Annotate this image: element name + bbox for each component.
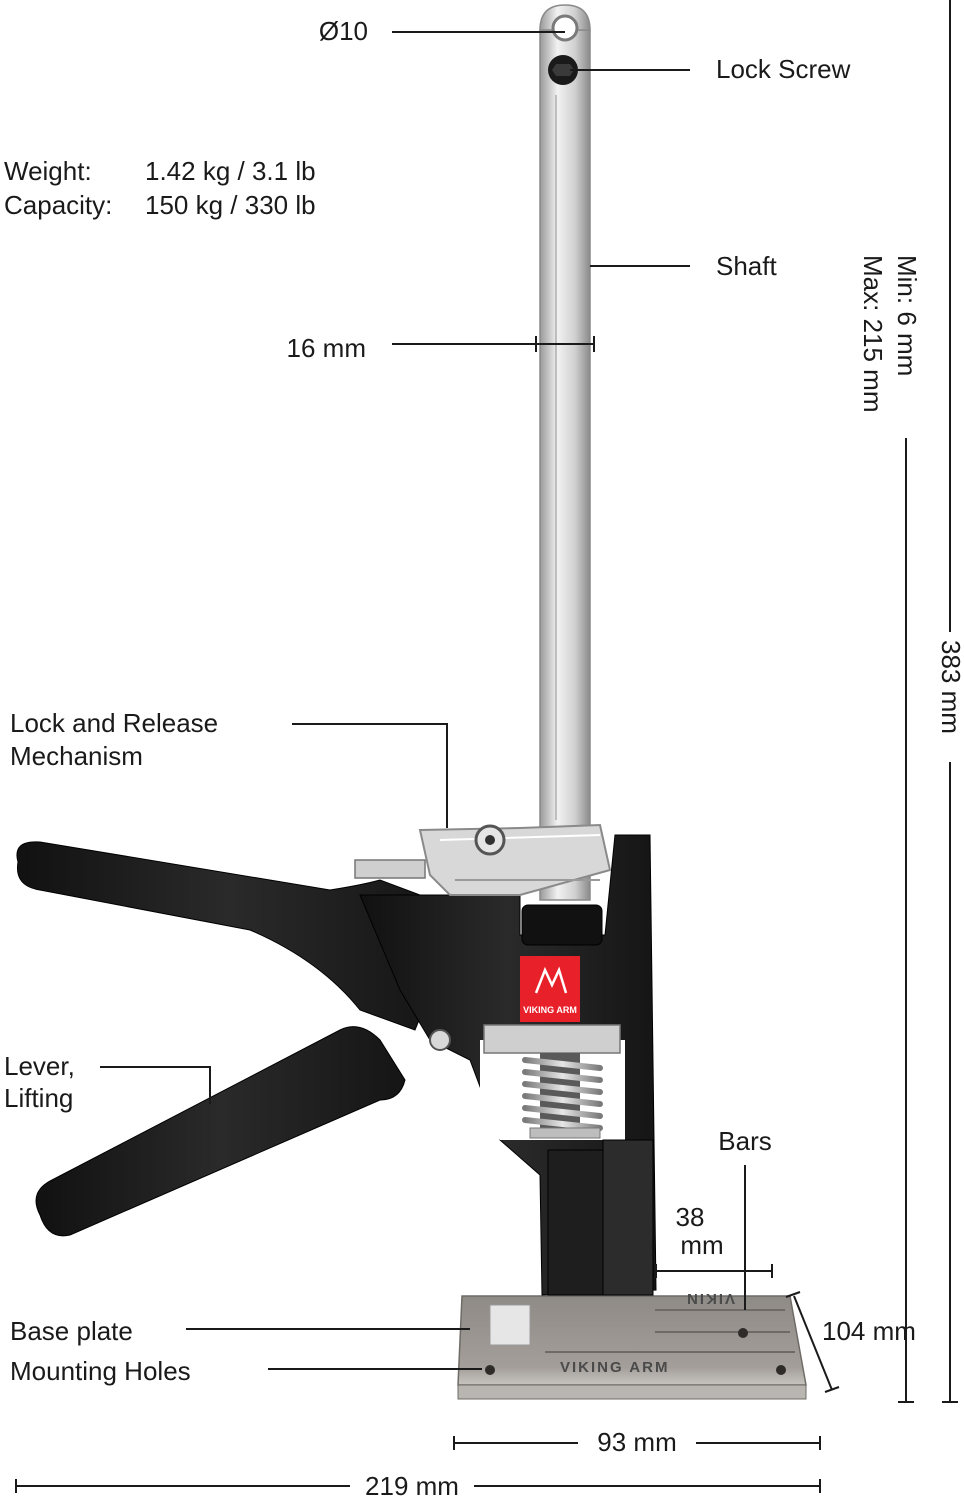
mounting-hole — [776, 1365, 786, 1375]
plate-width-label: 93 mm — [597, 1427, 676, 1457]
stroke-min-label: Min: 6 mm — [892, 255, 922, 376]
lock-release-graphic — [354, 823, 612, 896]
stroke-max-label: Max: 215 mm — [858, 255, 888, 413]
pivot-pin — [429, 1029, 451, 1051]
lock-release-label-line2: Mechanism — [10, 741, 143, 771]
upper-handle — [16, 841, 441, 1031]
mounting-hole — [485, 1365, 495, 1375]
shaft-label: Shaft — [716, 251, 777, 281]
weight-label: Weight: — [4, 156, 92, 186]
capacity-value: 150 kg / 330 lb — [145, 190, 316, 220]
bar — [602, 1139, 654, 1296]
bar — [547, 1149, 604, 1296]
capacity-label: Capacity: — [4, 190, 112, 220]
depth-dim-tick-top — [785, 1291, 801, 1298]
base-plate: VIKING ARM VIKIN — [457, 1290, 807, 1400]
dimensions: Min: 6 mm Max: 215 mm 383 mm 104 mm 93 m… — [15, 0, 964, 1500]
base-plate-label: Base plate — [10, 1316, 133, 1346]
lever-label-line2: Lifting — [4, 1083, 73, 1113]
depth-dim-line — [793, 1295, 833, 1391]
bar-width-label-line1: 38 — [676, 1202, 705, 1232]
plate-engraving-top: VIKIN — [685, 1290, 735, 1307]
shaft-collar — [521, 904, 603, 946]
main-body — [359, 834, 657, 1296]
lower-handle — [35, 1026, 406, 1237]
lock-release-label-line1: Lock and Release — [10, 708, 218, 738]
height-label: 383 mm — [936, 640, 964, 734]
weight-value: 1.42 kg / 3.1 lb — [145, 156, 316, 186]
shaft-width-label: 16 mm — [287, 333, 366, 363]
plate-depth-label: 104 mm — [822, 1316, 916, 1346]
brand-logo: VIKING ARM — [520, 956, 580, 1022]
total-width-label: 219 mm — [365, 1471, 459, 1500]
spring — [483, 1024, 621, 1139]
bars-label: Bars — [718, 1126, 771, 1156]
specs-block: Weight: 1.42 kg / 3.1 lb Capacity: 150 k… — [4, 156, 316, 220]
lever-label-line1: Lever, — [4, 1051, 75, 1081]
callouts: Ø10 Lock Screw Shaft 16 mm Lock and Rele… — [4, 16, 851, 1386]
eye-diameter-label: Ø10 — [319, 16, 368, 46]
mounting-holes-label: Mounting Holes — [10, 1356, 191, 1386]
mounting-hole — [738, 1328, 748, 1338]
logo-text: VIKING ARM — [523, 1005, 577, 1015]
plate-engraving: VIKING ARM — [560, 1359, 669, 1376]
bar-width-label-line2: mm — [680, 1230, 723, 1260]
lever-leader — [100, 1066, 211, 1104]
lock-screw-label: Lock Screw — [716, 54, 851, 84]
lock-release-leader — [292, 723, 448, 828]
eye-hole — [551, 14, 579, 42]
depth-dim-tick-bottom — [824, 1386, 840, 1393]
lifter-illustration: VIKING ARM VIKIN — [16, 4, 807, 1400]
shaft-graphic — [539, 4, 591, 901]
